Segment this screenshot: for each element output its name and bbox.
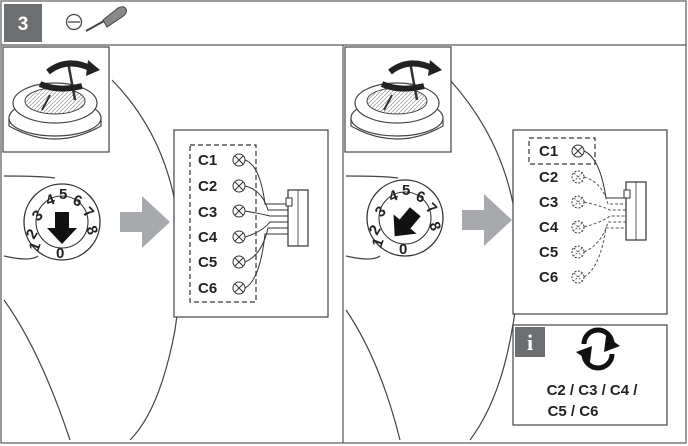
dial-digit: 5 <box>59 186 67 203</box>
channel-wiring-box: C1 C2 C3 C4 C5 C6 <box>512 129 668 315</box>
channel-label: C3 <box>198 204 217 221</box>
channel-label: C5 <box>198 254 217 271</box>
dial-digit: 0 <box>56 245 64 262</box>
transition-arrow <box>462 194 512 246</box>
channel-label: C4 <box>539 219 559 236</box>
info-box: i C2 / C3 / C4 / C5 / C6 <box>512 324 668 426</box>
right-panel: 2 3 4 5 6 7 8 0 1 C1 C2 C3 C4 C5 C6 <box>344 46 668 441</box>
dial-pointer-arrow <box>393 207 421 237</box>
housing-arc-inner <box>345 309 401 441</box>
selected-channels-frame <box>528 137 596 165</box>
channel-label: C3 <box>539 194 558 211</box>
channel-label: C4 <box>198 229 218 246</box>
address-dial: 2 3 4 5 6 7 8 0 1 <box>345 175 444 260</box>
channel-label: C6 <box>198 280 217 297</box>
dial-digit: 5 <box>402 182 410 199</box>
address-dial: 2 3 4 5 6 7 8 0 1 <box>3 175 101 262</box>
step-badge: 3 <box>4 4 42 42</box>
housing-arc-inner <box>3 299 71 441</box>
info-icon <box>515 327 545 357</box>
info-note-line2: C5 / C6 <box>548 403 599 420</box>
channel-label: C1 <box>198 152 217 169</box>
channel-label: C1 <box>539 143 558 160</box>
channel-label: C5 <box>539 244 558 261</box>
channel-label: C2 <box>198 178 217 195</box>
dial-digit: 0 <box>399 241 407 258</box>
info-icon-letter: i <box>527 330 533 355</box>
channel-wiring-box: C1 C2 C3 C4 C5 C6 <box>173 129 329 318</box>
detector-inset <box>344 46 452 153</box>
housing-arc-outer <box>449 79 520 441</box>
info-note-line1: C2 / C3 / C4 / <box>547 382 639 399</box>
channel-label: C6 <box>539 269 558 286</box>
left-panel: 2 3 4 5 6 7 8 0 1 C1 C2 C3 C4 C5 C6 <box>2 46 329 441</box>
transition-arrow <box>120 196 170 248</box>
cycle-arrows-icon <box>576 327 620 371</box>
channel-label: C2 <box>539 169 558 186</box>
detector-inset <box>2 46 110 153</box>
flat-screwdriver-icon <box>65 6 127 32</box>
selected-channels-frame <box>189 144 257 303</box>
step-number: 3 <box>18 14 29 35</box>
housing-arc-outer <box>111 79 182 441</box>
dial-pointer-arrow <box>47 212 77 244</box>
